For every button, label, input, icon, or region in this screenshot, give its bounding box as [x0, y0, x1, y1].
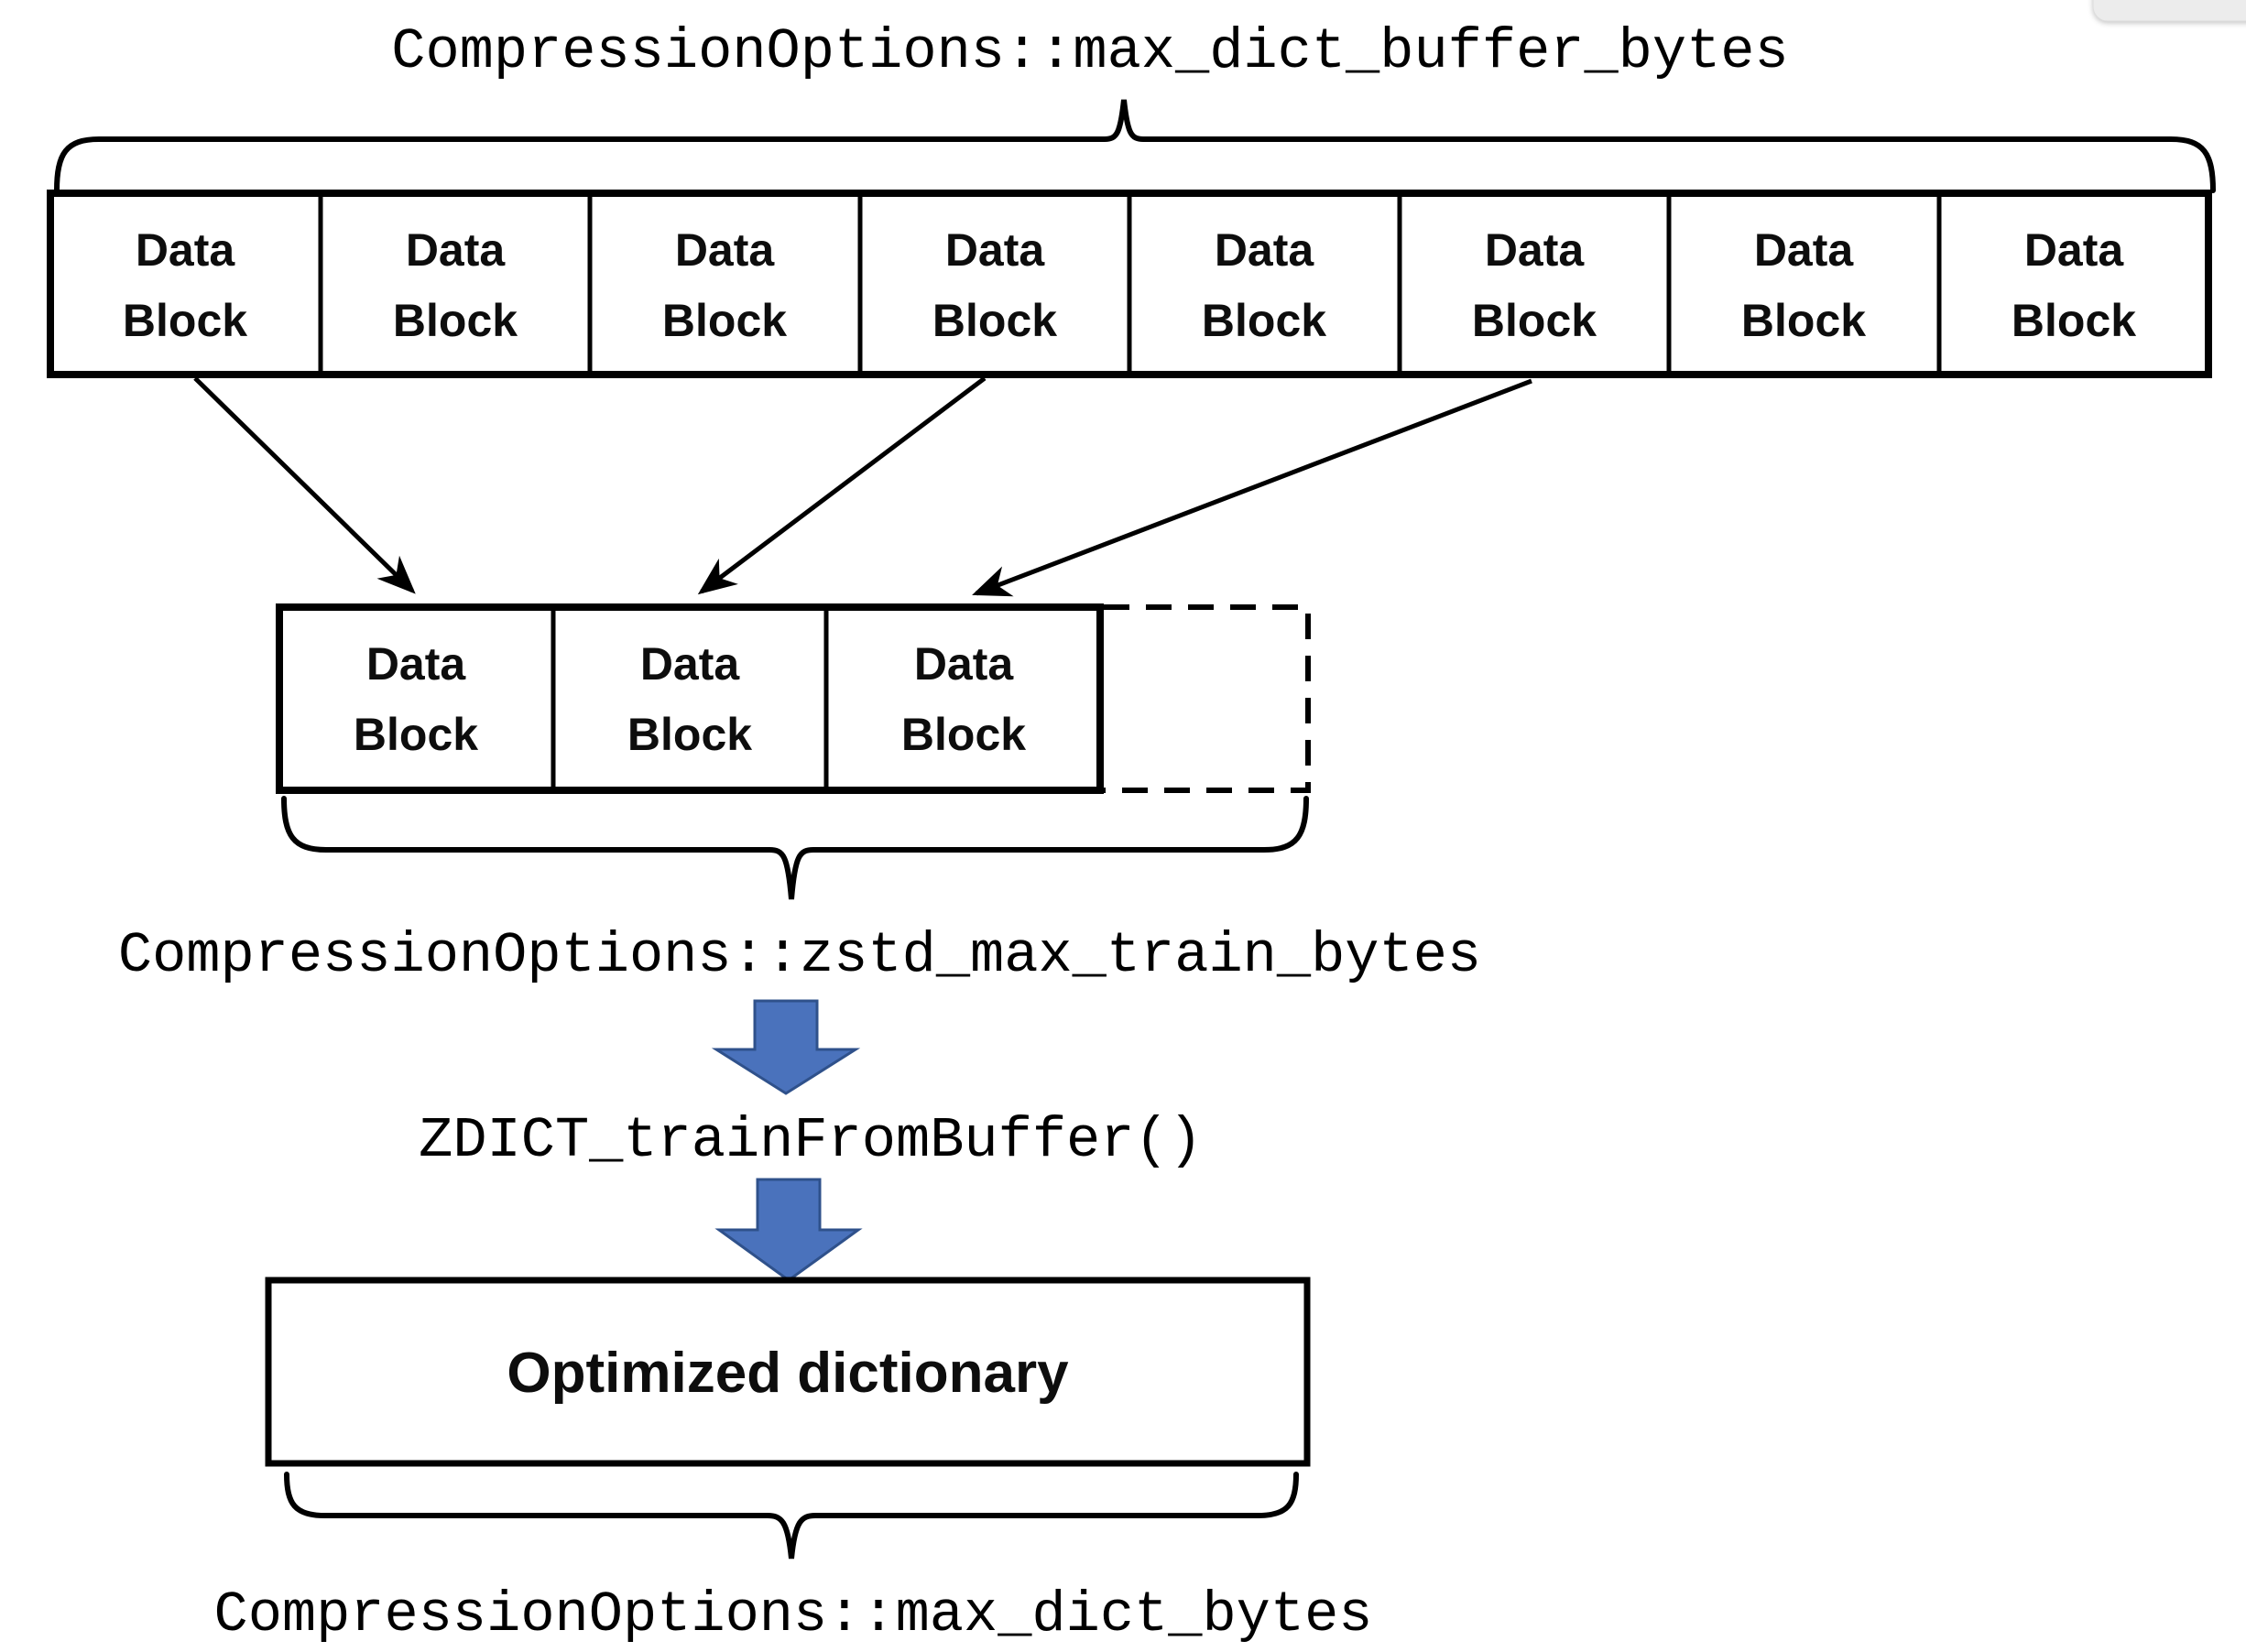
block-label: Data	[1215, 224, 1315, 276]
buffer-row: Data Block Data Block Data Block Data Bl…	[47, 190, 2212, 378]
max-dict-bytes-brace	[284, 1472, 1299, 1560]
sample-row-frame	[276, 603, 1104, 794]
block-label: Data	[1754, 224, 1855, 276]
buffer-block-6: Data Block	[1472, 224, 1597, 346]
block-label: Data	[640, 638, 741, 690]
block-label: Block	[2012, 295, 2136, 346]
sample-row: Data Block Data Block Data Block	[276, 603, 1311, 794]
buffer-brace	[54, 99, 2216, 193]
block-label: Data	[2024, 224, 2125, 276]
optimized-dictionary-label: Optimized dictionary	[507, 1342, 1069, 1405]
dashed-placeholder-block	[1104, 604, 1311, 793]
block-label: Data	[1485, 224, 1586, 276]
buffer-block-7: Data Block	[1741, 224, 1866, 346]
block-label: Data	[675, 224, 776, 276]
block-label: Block	[393, 295, 518, 346]
buffer-block-4: Data Block	[932, 224, 1057, 346]
block-label: Data	[366, 638, 467, 690]
block-label: Block	[354, 709, 478, 760]
sample-arrow-3	[972, 378, 1532, 597]
optimized-dictionary-frame	[265, 1277, 1311, 1467]
buffer-block-2: Data Block	[393, 224, 518, 346]
block-label: Block	[662, 295, 787, 346]
block-label: Block	[123, 295, 247, 346]
block-label: Data	[136, 224, 236, 276]
zstd-max-train-bytes-label: CompressionOptions::zstd_max_train_bytes	[118, 923, 1481, 988]
down-arrow-icon-1	[711, 999, 861, 1095]
block-label: Block	[1472, 295, 1597, 346]
sample-arrow-1	[193, 376, 416, 594]
block-label: Data	[914, 638, 1015, 690]
block-label: Block	[627, 709, 752, 760]
sample-arrow-2	[697, 376, 987, 595]
sample-block-2: Data Block	[627, 638, 752, 760]
sample-block-1: Data Block	[354, 638, 478, 760]
zdict-train-from-buffer-label: ZDICT_trainFromBuffer()	[419, 1108, 1203, 1173]
train-bytes-brace	[281, 796, 1309, 900]
max-dict-bytes-label: CompressionOptions::max_dict_bytes	[213, 1582, 1372, 1647]
block-label: Data	[945, 224, 1046, 276]
block-label: Block	[1202, 295, 1326, 346]
block-label: Data	[406, 224, 507, 276]
window-corner-overlay	[2092, 0, 2246, 22]
block-label: Block	[932, 295, 1057, 346]
block-label: Block	[901, 709, 1026, 760]
down-arrow-icon-2	[714, 1178, 863, 1282]
optimized-dictionary-box: Optimized dictionary	[265, 1277, 1311, 1467]
buffer-block-1: Data Block	[123, 224, 247, 346]
block-label: Block	[1741, 295, 1866, 346]
sample-block-3: Data Block	[901, 638, 1026, 760]
buffer-block-5: Data Block	[1202, 224, 1326, 346]
buffer-block-3: Data Block	[662, 224, 787, 346]
max-dict-buffer-bytes-label: CompressionOptions::max_dict_buffer_byte…	[391, 19, 1788, 84]
buffer-block-8: Data Block	[2012, 224, 2136, 346]
